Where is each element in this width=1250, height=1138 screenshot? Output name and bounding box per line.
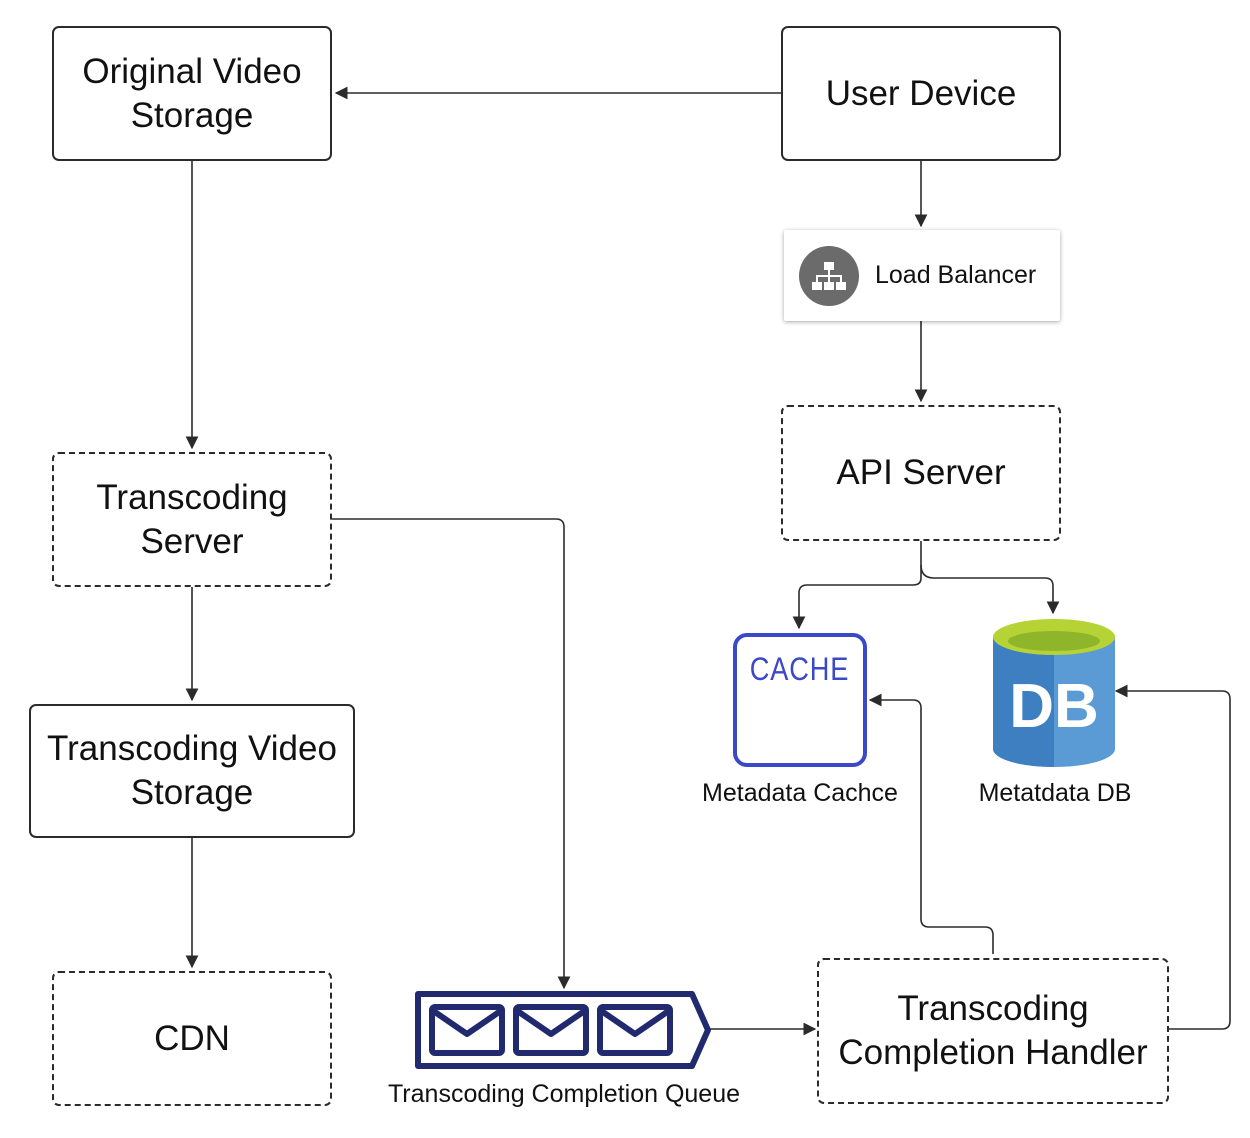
user-device-label: User Device	[825, 73, 1017, 113]
metadata-db-caption: Metatdata DB	[978, 779, 1132, 807]
transcoding-completion-queue-node[interactable]	[414, 990, 712, 1070]
sitemap-icon	[799, 245, 859, 306]
transcoding-server-node[interactable]: Transcoding Server	[52, 452, 332, 587]
cdn-label: CDN	[154, 1018, 230, 1058]
api-server-label: API Server	[836, 453, 1006, 492]
edge-handler-to-cache	[868, 693, 994, 954]
transcoding-storage-line1: Transcoding Video	[47, 729, 337, 768]
load-balancer-node[interactable]: Load Balancer	[784, 230, 1060, 321]
metadata-db-node[interactable]: DB	[993, 617, 1115, 769]
edge-handler-to-db	[1114, 684, 1231, 1030]
transcoding-completion-queue-caption: Transcoding Completion Queue	[387, 1080, 741, 1108]
load-balancer-label: Load Balancer	[875, 261, 1037, 289]
cdn-node[interactable]: CDN	[52, 971, 332, 1106]
original-storage-line2: Storage	[130, 95, 254, 135]
completion-handler-line1: Transcoding	[897, 989, 1089, 1028]
original-storage-line1: Original Video	[82, 51, 302, 91]
edge-transcoding-server-to-queue	[332, 518, 571, 990]
cache-icon: CACHE	[750, 651, 850, 687]
transcoding-storage-line2: Storage	[130, 773, 254, 812]
edge-api-to-db	[920, 564, 1060, 615]
metadata-cache-node[interactable]: CACHE	[733, 633, 867, 767]
metadata-cache-caption: Metadata Cachce	[702, 779, 898, 807]
original-video-storage-node[interactable]: Original Video Storage	[52, 26, 332, 161]
transcoding-completion-handler-node[interactable]: Transcoding Completion Handler	[817, 958, 1169, 1104]
database-icon: DB	[993, 619, 1115, 767]
api-server-node[interactable]: API Server	[781, 405, 1061, 541]
completion-handler-line2: Completion Handler	[838, 1033, 1148, 1072]
user-device-node[interactable]: User Device	[781, 26, 1061, 161]
transcoding-video-storage-node[interactable]: Transcoding Video Storage	[29, 704, 355, 838]
transcoding-server-line2: Server	[140, 521, 244, 561]
edge-api-to-cache	[792, 541, 922, 630]
db-icon-text: DB	[1009, 672, 1099, 741]
transcoding-server-line1: Transcoding	[96, 477, 288, 517]
message-queue-icon	[415, 991, 711, 1069]
